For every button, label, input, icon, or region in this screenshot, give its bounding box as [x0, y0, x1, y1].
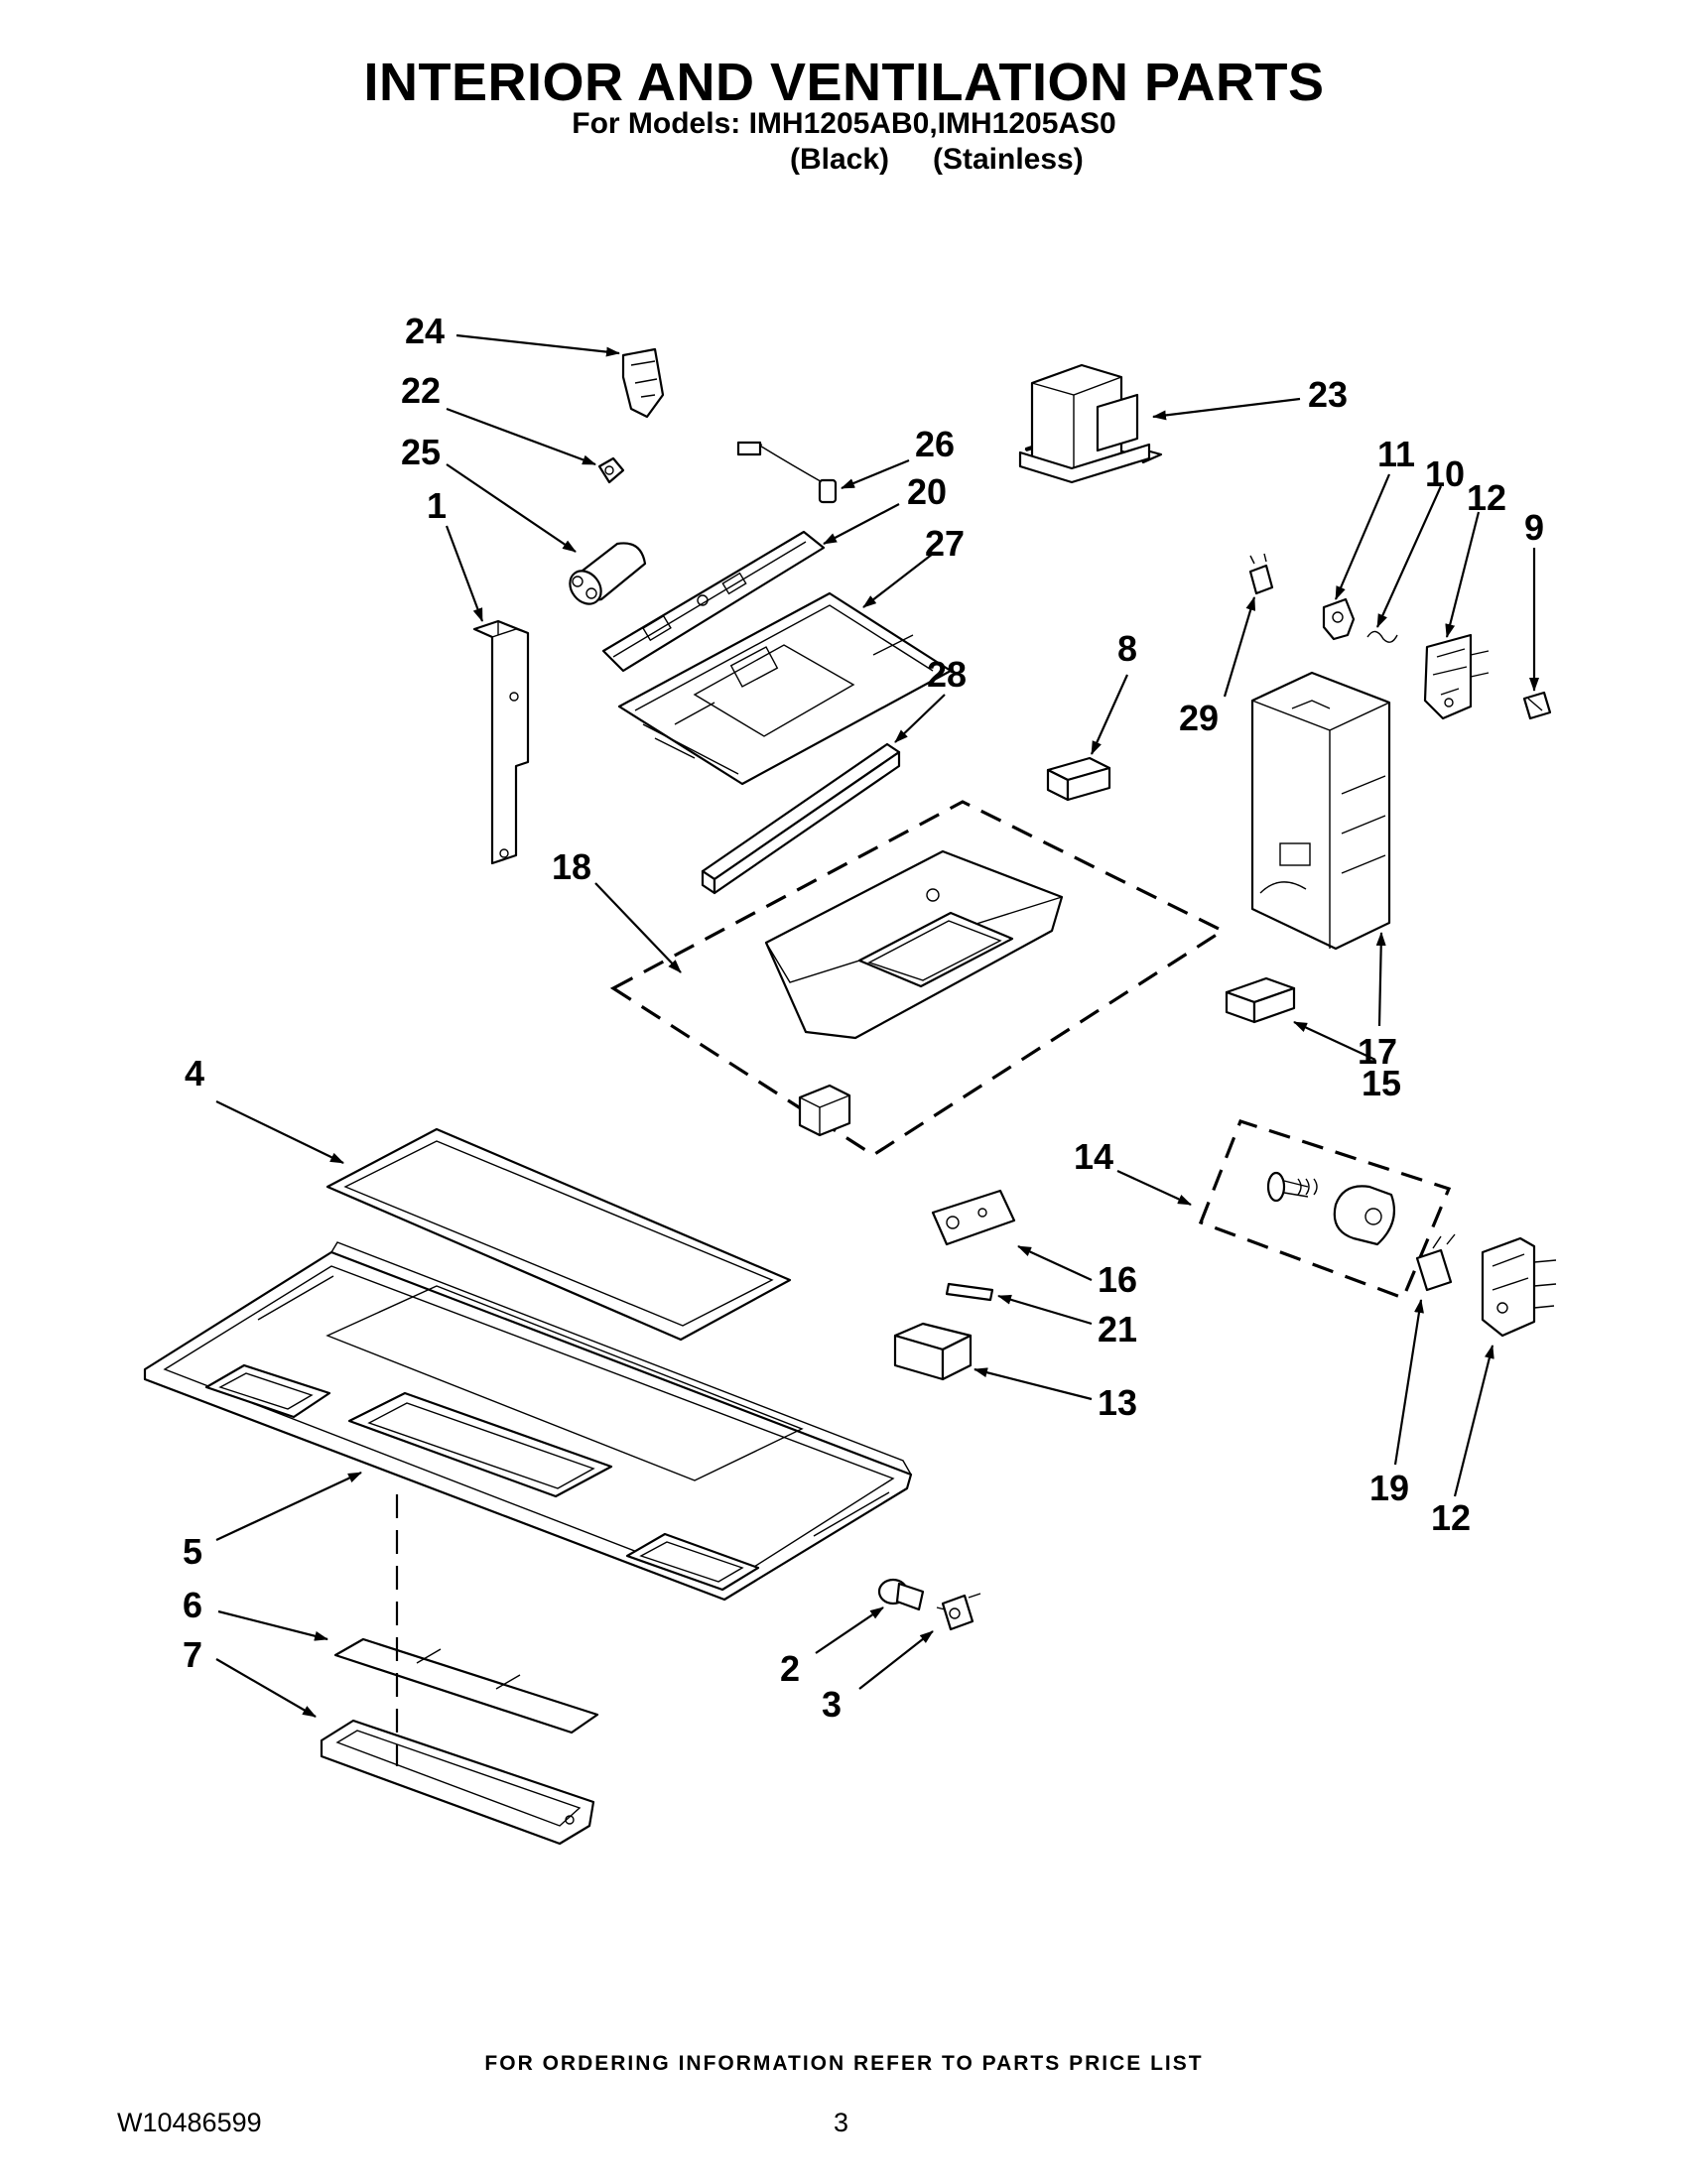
ordering-note: FOR ORDERING INFORMATION REFER TO PARTS …: [484, 2052, 1204, 2075]
callout-29: 29: [1179, 698, 1219, 738]
callout-20: 20: [907, 471, 947, 512]
callout-26: 26: [915, 424, 955, 464]
part-11-bracket: [1322, 597, 1356, 641]
part-22-clip: [597, 456, 625, 484]
page-number: 3: [834, 2108, 849, 2137]
models-line: For Models: IMH1205AB0,IMH1205AS0: [572, 107, 1116, 140]
callout-27: 27: [925, 523, 965, 564]
callout-18: 18: [552, 846, 591, 887]
part-5-bottom-plate: [143, 1241, 913, 1602]
part-15-block: [1225, 976, 1296, 1024]
callout-16: 16: [1098, 1259, 1137, 1300]
callout-8: 8: [1117, 628, 1137, 669]
part-1-vertical-bracket: [472, 619, 530, 865]
callout-3: 3: [822, 1684, 842, 1725]
callout-7: 7: [183, 1634, 202, 1675]
callout-11: 11: [1377, 434, 1415, 474]
part-2-bulb: [877, 1578, 925, 1611]
part-23-transformer: [1018, 363, 1163, 484]
callout-22: 22: [401, 370, 441, 411]
callout-12-top: 12: [1467, 477, 1506, 518]
part-4-filter: [325, 1127, 792, 1342]
callout-9: 9: [1524, 507, 1544, 548]
part-16-plate: [931, 1189, 1016, 1246]
part-27-base-plate: [617, 591, 953, 786]
callout-labels: 24 22 25 1 26 20 27 23 11 10 12 9 29 8 2…: [183, 311, 1544, 1725]
callout-5: 5: [183, 1531, 202, 1572]
color-black-label: (Black): [790, 143, 890, 176]
part-24-bracket: [621, 347, 665, 419]
color-stainless-label: (Stainless): [933, 143, 1084, 176]
callout-19: 19: [1369, 1468, 1409, 1508]
part-6-cover: [333, 1637, 599, 1734]
callout-23: 23: [1308, 374, 1348, 415]
callout-21: 21: [1098, 1309, 1137, 1349]
part-21-rod: [945, 1282, 994, 1302]
callout-10: 10: [1425, 453, 1465, 494]
callout-12-bottom: 12: [1431, 1497, 1471, 1538]
part-13-block: [893, 1322, 973, 1381]
document-number: W10486599: [117, 2108, 262, 2137]
part-28-bar: [701, 742, 901, 895]
callout-6: 6: [183, 1585, 202, 1625]
part-25-capacitor: [569, 542, 647, 605]
part-3-socket: [936, 1593, 981, 1631]
part-20-bracket-strip: [601, 530, 826, 673]
callout-15: 15: [1362, 1063, 1401, 1103]
callout-25: 25: [401, 432, 441, 472]
part-18-assembly: [609, 800, 1227, 1157]
part-17-duct: [1250, 671, 1391, 951]
page-title: INTERIOR AND VENTILATION PARTS: [363, 53, 1325, 112]
callout-28: 28: [927, 654, 967, 695]
callout-17: 17: [1358, 1031, 1397, 1072]
part-7-frame: [320, 1719, 595, 1846]
part-26-fuse: [736, 441, 838, 504]
part-10-spring: [1366, 630, 1398, 643]
part-9-switch: [1522, 691, 1552, 720]
part-14-assembly: [1198, 1119, 1452, 1301]
callout-1: 1: [427, 485, 447, 526]
callout-14: 14: [1074, 1136, 1113, 1177]
callout-2: 2: [780, 1648, 800, 1689]
callout-24: 24: [405, 311, 445, 351]
callout-13: 13: [1098, 1382, 1137, 1423]
callout-4: 4: [185, 1053, 204, 1093]
part-8-box: [1046, 756, 1111, 802]
part-12-latch-bottom: [1481, 1236, 1557, 1338]
part-29-switch: [1248, 553, 1274, 595]
part-19-switch: [1415, 1233, 1456, 1292]
part-12-latch-top: [1423, 633, 1490, 720]
leader-lines: [215, 333, 1539, 1718]
